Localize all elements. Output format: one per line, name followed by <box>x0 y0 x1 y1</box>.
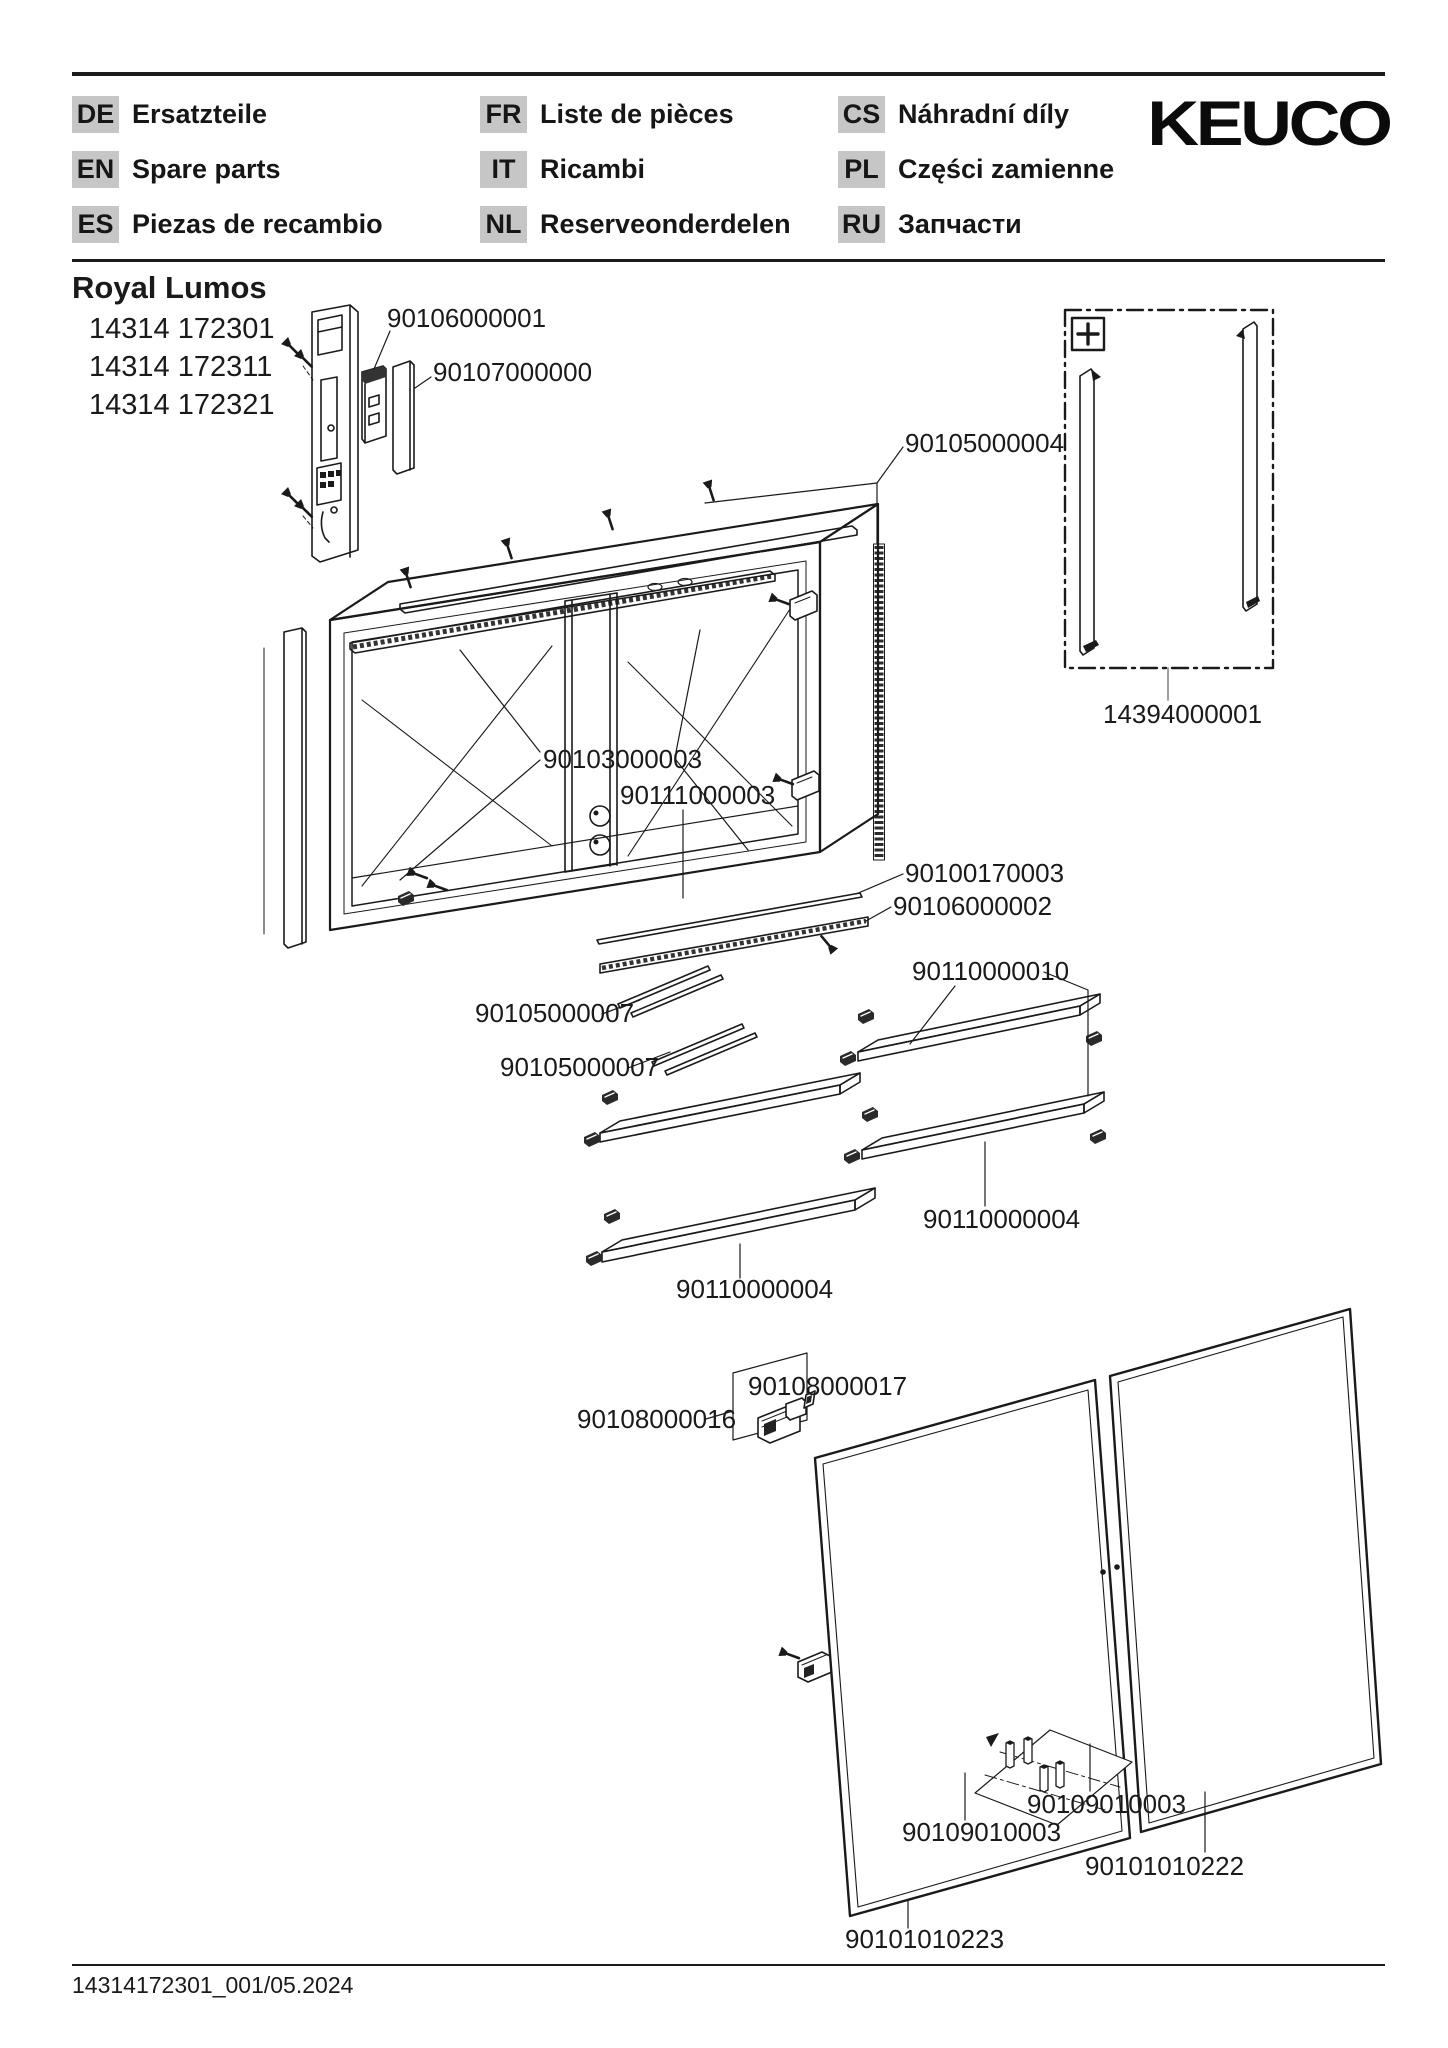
model-numbers: 14314 172301 14314 172311 14314 172321 <box>89 310 274 424</box>
leader-line <box>414 376 432 389</box>
bottom-rail-parts <box>596 892 869 974</box>
model-number: 14314 172321 <box>89 389 275 421</box>
lang-label-it: Ricambi <box>540 153 646 184</box>
lang-badge-ru: RU <box>838 205 885 243</box>
part-label: 90110000004 <box>923 1204 1080 1234</box>
screw-icon <box>701 478 720 503</box>
lang-badge-cs: CS <box>838 95 885 133</box>
lang-label-ru: Запчасти <box>898 208 1022 239</box>
cabinet-body <box>263 502 880 949</box>
lang-badge-it: IT <box>480 150 527 188</box>
screw-icon <box>816 931 840 957</box>
lang-cs: CS Náhradní díly <box>838 95 1069 133</box>
leader-line <box>1043 971 1089 1097</box>
leader-line <box>373 330 391 370</box>
accessory-kit-box <box>1063 308 1275 701</box>
lang-de: DE Ersatzteile <box>72 95 267 133</box>
lang-label-pl: Części zamienne <box>898 153 1115 184</box>
leader-line <box>909 985 956 1045</box>
part-label: 90110000004 <box>676 1274 833 1304</box>
cable-grommet <box>589 805 611 827</box>
screw-icon <box>405 865 430 885</box>
part-label: 90108000016 <box>577 1404 736 1434</box>
dowel-pin-set <box>974 1729 1133 1826</box>
leader-line <box>601 999 641 1015</box>
part-label: 90100170003 <box>905 858 1064 888</box>
lang-it: IT Ricambi <box>480 150 645 188</box>
leader-line <box>675 759 749 851</box>
power-supply-part <box>361 365 387 444</box>
part-label: 90109010003 <box>902 1817 1061 1847</box>
document-id: 14314172301_001/05.2024 <box>72 1972 354 1998</box>
part-label: 90110000010 <box>912 956 1069 986</box>
wall-rail-part <box>279 304 359 563</box>
glass-shelf-parts <box>583 993 1107 1267</box>
part-label: 90108000017 <box>748 1371 907 1401</box>
part-label: 14394000001 <box>1103 699 1262 729</box>
screw-icon <box>499 536 518 561</box>
leader-line <box>399 759 541 881</box>
lang-es: ES Piezas de recambio <box>72 205 383 243</box>
screw-icon <box>600 507 619 532</box>
part-label: 90106000002 <box>893 891 1052 921</box>
lang-badge-es: ES <box>72 205 119 243</box>
model-number: 14314 172301 <box>89 313 275 345</box>
lang-pl: PL Części zamienne <box>838 150 1114 188</box>
footer-rule <box>72 1964 1385 1966</box>
cover-strip-part <box>392 360 415 475</box>
part-label: 90109010003 <box>1027 1789 1186 1819</box>
cable-grommet <box>589 834 611 856</box>
hinge-assembly <box>732 1352 816 1444</box>
part-label: 90105000004 <box>905 428 1064 458</box>
lang-nl: NL Reserveonderdelen <box>480 205 791 243</box>
lang-badge-fr: FR <box>480 95 527 133</box>
leader-line <box>704 446 904 504</box>
lang-badge-de: DE <box>72 95 119 133</box>
keuco-logo: KEUCO <box>1147 89 1394 159</box>
header-divider-rule <box>72 259 1385 262</box>
plus-icon <box>1070 316 1106 352</box>
lang-badge-nl: NL <box>480 205 527 243</box>
mirror-doors <box>813 1307 1383 1918</box>
lang-label-es: Piezas de recambio <box>132 208 383 239</box>
lang-label-en: Spare parts <box>132 153 281 184</box>
product-name: Royal Lumos <box>72 270 267 305</box>
lang-label-fr: Liste de pièces <box>540 98 734 129</box>
lang-fr: FR Liste de pièces <box>480 95 734 133</box>
leader-line <box>675 629 701 753</box>
top-rule <box>72 72 1385 76</box>
model-number: 14314 172311 <box>89 351 273 383</box>
part-label: 90105000007 <box>475 998 634 1028</box>
shelf-rail-parts <box>617 965 758 1076</box>
lang-label-de: Ersatzteile <box>132 98 268 129</box>
top-profile-parts <box>349 478 858 654</box>
part-label: 90101010223 <box>845 1924 1004 1954</box>
part-label: 90101010222 <box>1085 1851 1244 1881</box>
lang-ru: RU Запчасти <box>838 205 1022 243</box>
leader-line <box>705 1410 734 1420</box>
part-label: 90103000003 <box>543 744 702 774</box>
screw-icon <box>777 1645 802 1665</box>
leader-line <box>627 1051 671 1069</box>
leader-line <box>865 906 892 922</box>
leader-line <box>459 649 541 753</box>
lang-label-cs: Náhradní díly <box>898 98 1070 129</box>
part-label: 90106000001 <box>387 303 546 333</box>
part-label: 90107000000 <box>433 357 592 387</box>
lang-en: EN Spare parts <box>72 150 281 188</box>
part-label: 90105000007 <box>500 1052 659 1082</box>
screw-icon <box>767 591 792 611</box>
lang-badge-pl: PL <box>838 150 885 188</box>
lang-badge-en: EN <box>72 150 119 188</box>
part-label: 90111000003 <box>620 780 775 810</box>
leader-line <box>855 873 904 895</box>
lang-label-nl: Reserveonderdelen <box>540 208 791 239</box>
